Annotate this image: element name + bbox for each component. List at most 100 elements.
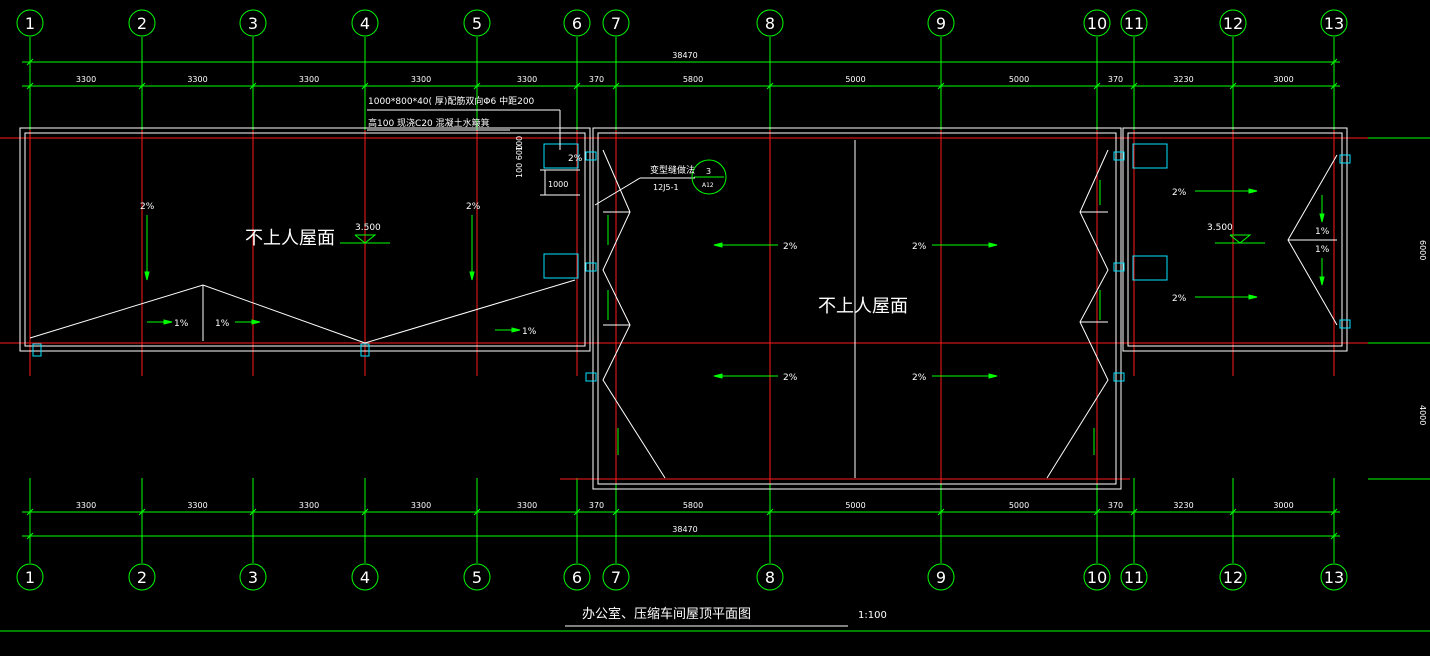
- axis-bubble-top-1: [16, 9, 44, 37]
- axis-label-bottom-4: 4: [360, 568, 370, 587]
- arrowhead-6: [713, 242, 723, 248]
- dim-bottom-span-label: 3300: [411, 501, 431, 510]
- axis-label-bottom-5: 5: [472, 568, 482, 587]
- axis-bubble-top-9: [927, 9, 955, 37]
- slope-label-4: 1%: [215, 319, 230, 329]
- dim-top-span-label: 5000: [845, 75, 865, 84]
- dim-bottom-tick: [1093, 508, 1101, 516]
- axis-bubble-top-2: [128, 9, 156, 37]
- axis-bubble-bottom-1: [16, 563, 44, 591]
- dim-top-span-label: 370: [589, 75, 604, 84]
- ridge-right-zigzag: [1046, 149, 1109, 479]
- axis-bubble-bottom-10: [1083, 563, 1111, 591]
- dim-bottom-tick: [361, 508, 369, 516]
- dim-top-tick: [473, 82, 481, 90]
- roof-label-left: 不上人屋面: [245, 228, 335, 249]
- axis-label-bottom-10: 10: [1087, 568, 1107, 587]
- dim-top-span-label: 3000: [1273, 75, 1293, 84]
- arrowhead-8: [713, 373, 723, 379]
- slope-label-10: 2%: [912, 373, 927, 383]
- left-roof-inner: [24, 132, 586, 347]
- axis-bubble-bottom-12: [1219, 563, 1247, 591]
- dim-top-tick: [361, 82, 369, 90]
- detail-ref-text: 12J5-1: [653, 183, 679, 192]
- axis-label-top-9: 9: [936, 14, 946, 33]
- slope-label-13: 1%: [1315, 227, 1330, 237]
- drain-10: [1339, 319, 1351, 329]
- dim-top-span-label: 3300: [187, 75, 207, 84]
- arrowhead-4: [251, 319, 261, 325]
- dim-top-tick: [26, 82, 34, 90]
- drain-6: [1113, 151, 1125, 161]
- axis-label-top-4: 4: [360, 14, 370, 33]
- arrowhead-11: [1248, 294, 1258, 300]
- detail-page: A12: [702, 182, 714, 189]
- axis-label-bottom-3: 3: [248, 568, 258, 587]
- drain-1: [32, 343, 42, 357]
- axis-bubble-bottom-7: [602, 563, 630, 591]
- dim-bottom-total-tick-left: [26, 532, 34, 540]
- axis-label-bottom-12: 12: [1223, 568, 1243, 587]
- right-roof-outer: [1122, 127, 1348, 352]
- middle-roof-ridges: [602, 140, 1109, 479]
- axis-bubble-top-11: [1120, 9, 1148, 37]
- dim-top-span-label: 3300: [411, 75, 431, 84]
- dim-top-total-tick-right: [1330, 58, 1338, 66]
- dim-bottom-tick: [473, 508, 481, 516]
- dim-bottom-tick: [766, 508, 774, 516]
- slope-label-14: 1%: [1315, 245, 1330, 255]
- detail-bubble: [691, 159, 727, 195]
- axis-label-bottom-6: 6: [572, 568, 582, 587]
- axis-label-top-11: 11: [1124, 14, 1144, 33]
- axis-bubble-bottom-13: [1320, 563, 1348, 591]
- dim-top-tick: [138, 82, 146, 90]
- slope-label-2: 2%: [466, 202, 481, 212]
- dim-bottom-span-label: 3300: [299, 501, 319, 510]
- dim-top-tick: [1130, 82, 1138, 90]
- drain-2: [360, 343, 370, 357]
- axis-label-top-10: 10: [1087, 14, 1107, 33]
- axis-label-top-7: 7: [611, 14, 621, 33]
- dim-top-tick: [249, 82, 257, 90]
- axis-bubble-bottom-8: [756, 563, 784, 591]
- axis-bubble-top-3: [239, 9, 267, 37]
- elevation-right: 3.500: [1207, 223, 1233, 233]
- left-roof-ridges: [29, 169, 580, 344]
- detail-callout-text: 变型缝做法: [650, 164, 695, 176]
- dim-top-span-label: 370: [1108, 75, 1123, 84]
- slope-label-9: 2%: [783, 373, 798, 383]
- axis-bubble-top-8: [756, 9, 784, 37]
- arrowhead-1: [144, 271, 150, 281]
- middle-roof-outer: [592, 127, 1122, 490]
- dim-top-span-label: 3300: [299, 75, 319, 84]
- drain-7: [1113, 262, 1125, 272]
- axis-bubble-bottom-6: [563, 563, 591, 591]
- dim-top-tick: [612, 82, 620, 90]
- axis-bubble-bottom-11: [1120, 563, 1148, 591]
- dim-top-tick: [937, 82, 945, 90]
- dim-top-span-label: 5800: [683, 75, 703, 84]
- axis-bubble-bottom-2: [128, 563, 156, 591]
- dim-bottom-tick: [1330, 508, 1338, 516]
- dim-note-100: 100: [515, 136, 524, 151]
- axis-bubble-bottom-9: [927, 563, 955, 591]
- dim-bottom-span-label: 370: [589, 501, 604, 510]
- title-block: [0, 625, 1430, 632]
- arrowhead-9: [988, 373, 998, 379]
- dim-bottom-tick: [1130, 508, 1138, 516]
- dim-note-600: 100 600: [515, 145, 524, 178]
- arrowhead-3: [163, 319, 173, 325]
- drain-4: [585, 262, 597, 272]
- dim-top-span-label: 3300: [76, 75, 96, 84]
- drain-8: [1113, 372, 1125, 382]
- dim-top-span-label: 3230: [1173, 75, 1193, 84]
- axis-label-bottom-1: 1: [25, 568, 35, 587]
- slope-label-11: 2%: [1172, 188, 1187, 198]
- dim-top-total-label: 38470: [672, 51, 697, 60]
- axis-label-bottom-8: 8: [765, 568, 775, 587]
- dim-bottom-tick: [249, 508, 257, 516]
- dim-bottom-span-label: 370: [1108, 501, 1123, 510]
- axis-label-top-12: 12: [1223, 14, 1243, 33]
